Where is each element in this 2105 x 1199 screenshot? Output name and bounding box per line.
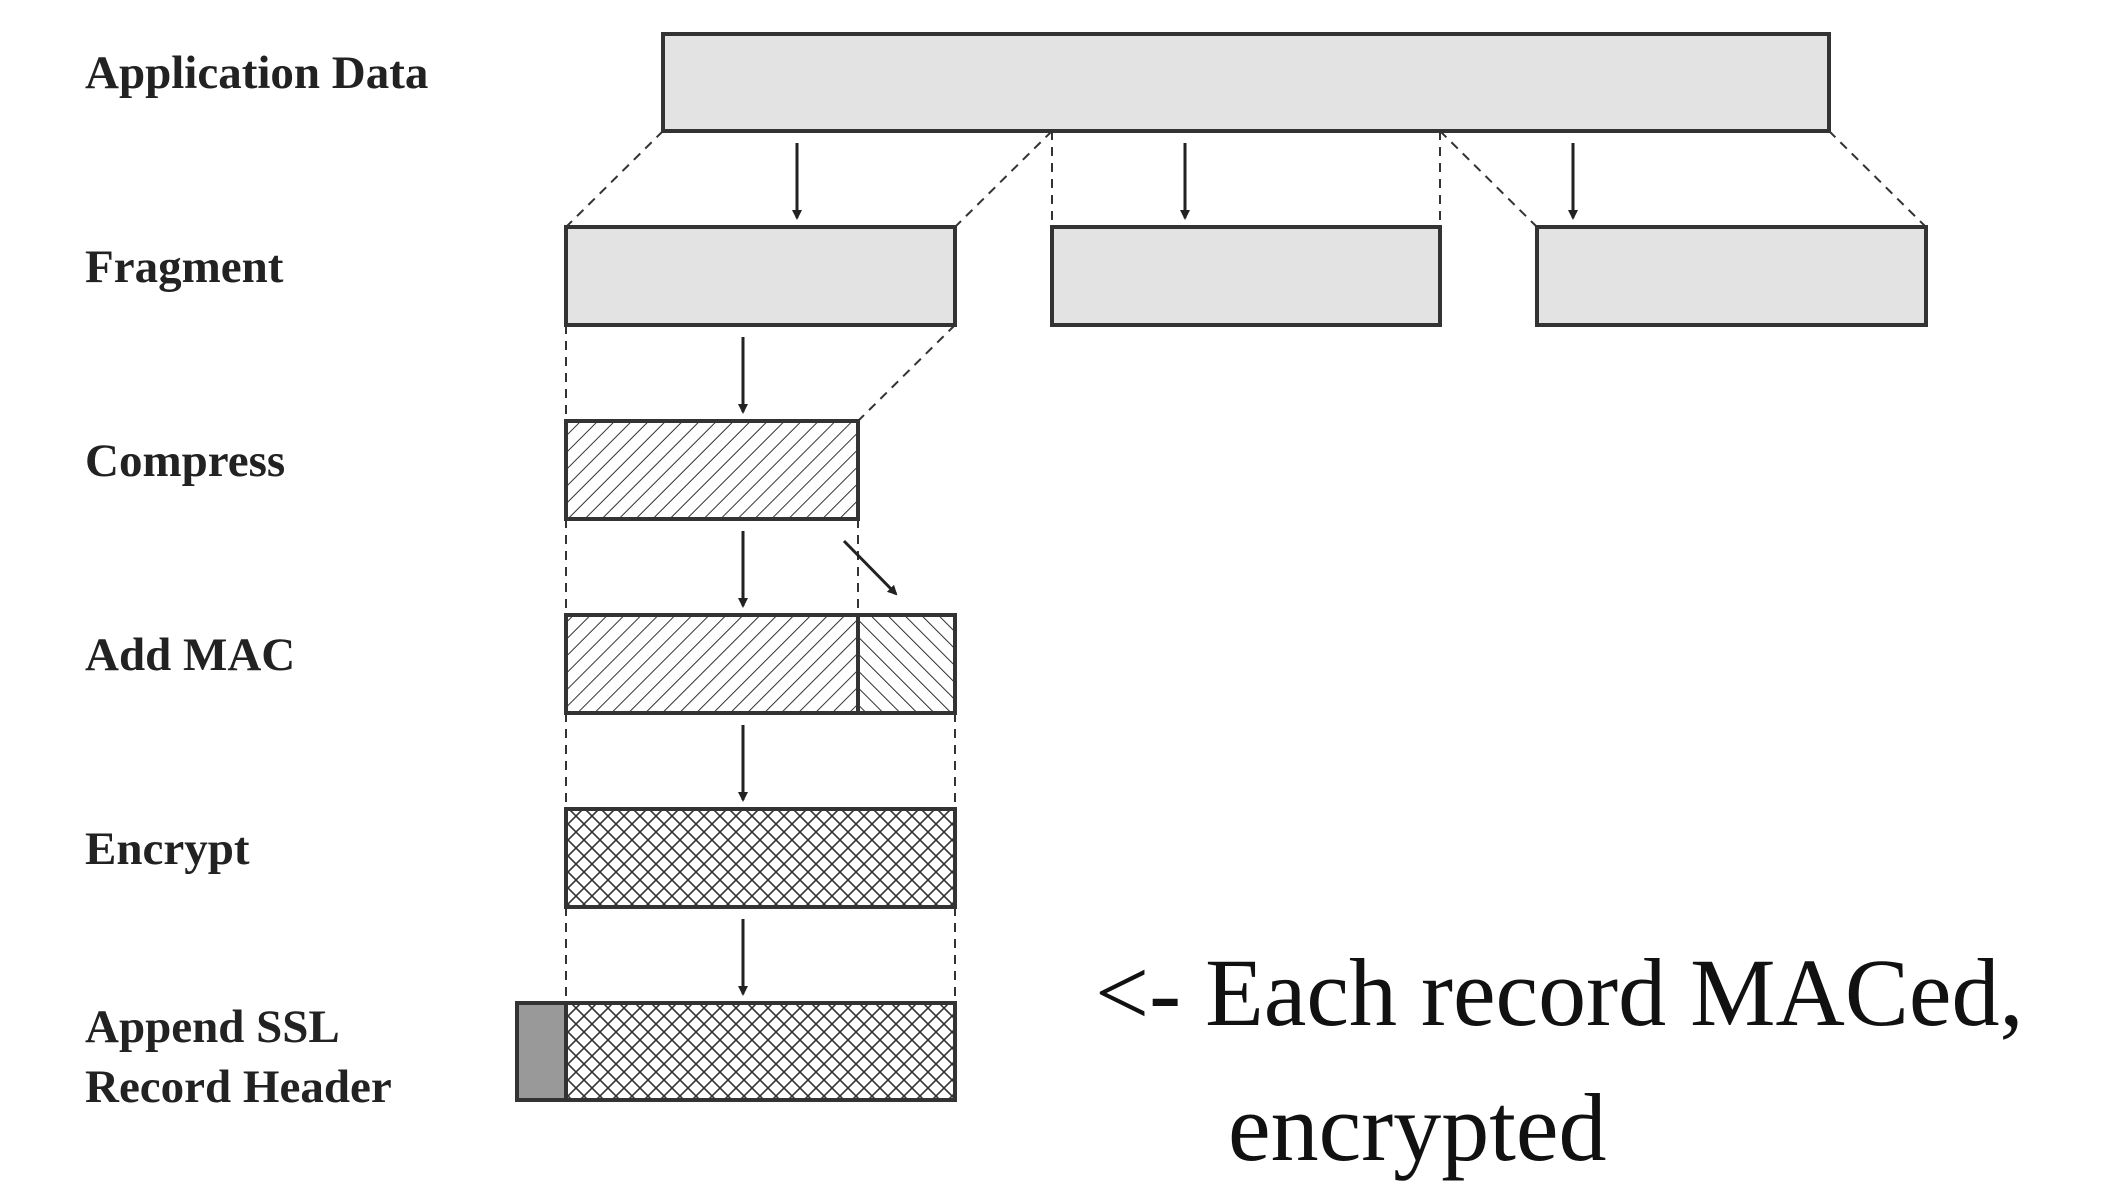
guide-line [1828, 130, 1927, 228]
label-append-header-line2: Record Header [85, 1061, 392, 1113]
ssl-record-header-block [515, 1001, 568, 1102]
fragment-block [564, 225, 957, 327]
arrow-diagonal [842, 539, 898, 596]
annotation-line1: <- Each record MACed, [1095, 939, 2023, 1046]
application-data-block [661, 32, 1831, 133]
guide-line [954, 130, 1053, 228]
guide-line [565, 130, 664, 228]
label-add-mac: Add MAC [85, 629, 295, 681]
label-application-data: Application Data [85, 47, 428, 99]
mac-block [856, 613, 957, 715]
compressed-block [564, 419, 860, 521]
guide-line [1439, 130, 1538, 228]
fragment-block [1050, 225, 1442, 327]
encrypted-block [564, 807, 957, 909]
guide-line [857, 324, 956, 422]
label-append-header-line1: Append SSL [85, 1001, 340, 1053]
label-fragment: Fragment [85, 241, 284, 293]
annotation-line2: encrypted [1228, 1074, 1606, 1181]
label-encrypt: Encrypt [85, 823, 250, 875]
encrypted-block [564, 1001, 957, 1102]
fragment-block [1535, 225, 1928, 327]
label-compress: Compress [85, 435, 285, 487]
compressed-block [564, 613, 860, 715]
